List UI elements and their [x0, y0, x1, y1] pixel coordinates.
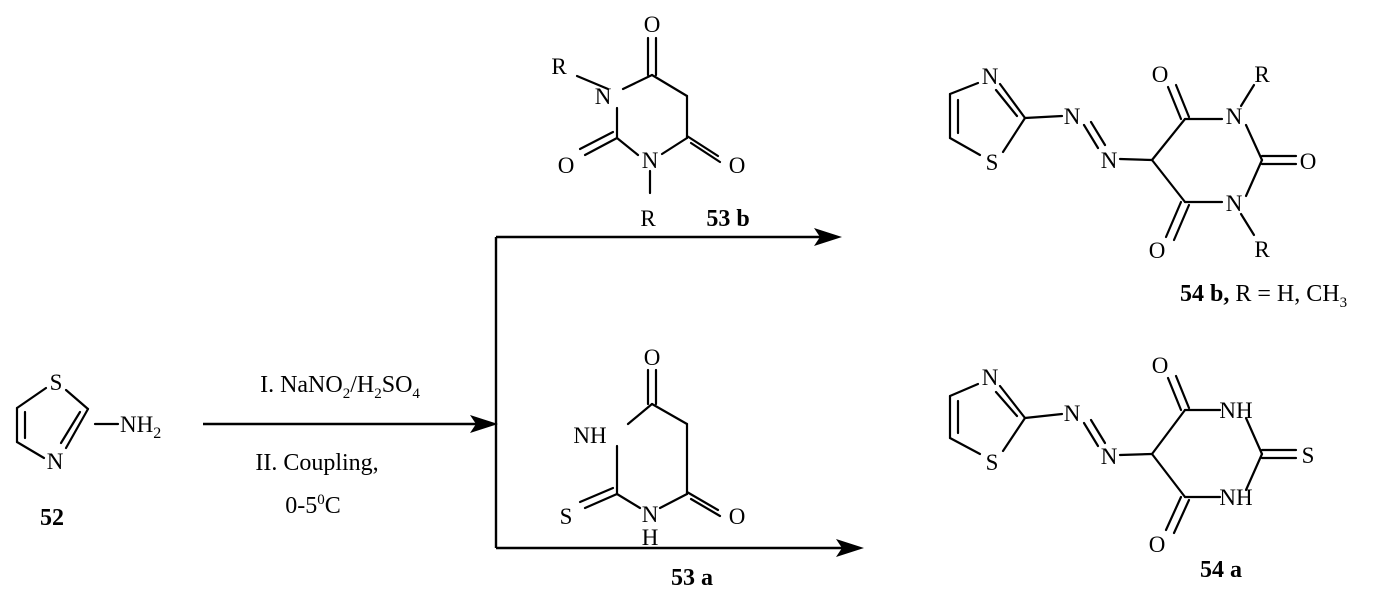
thiazole-ring-52	[15, 386, 120, 460]
main-arrow-head	[470, 415, 498, 433]
atom-s-exo-54a: S	[1302, 443, 1315, 468]
bonds-54b	[948, 81, 1298, 242]
pyrimidine-ring-53b	[575, 36, 722, 195]
atom-n-azo-2-54b: N	[1101, 148, 1118, 173]
bonds-54a	[948, 374, 1298, 535]
lower-arrow-head	[836, 539, 864, 557]
atom-o-top-53b: O	[644, 12, 661, 37]
atom-nh-bottom-54a: NH	[1219, 485, 1252, 510]
atom-n-azo-2-54a: N	[1101, 444, 1118, 469]
atom-o-right-53a: O	[729, 504, 746, 529]
compound-52: S N NH2 52	[15, 370, 161, 531]
atom-n-52: N	[47, 449, 64, 474]
compound-label-53b: 53 b	[706, 206, 749, 232]
atom-s-52: S	[50, 370, 63, 395]
atom-s-ring-54b: S	[986, 150, 999, 175]
upper-arrow-head	[814, 228, 842, 246]
atom-n-top-54b: N	[1226, 104, 1243, 129]
atom-o-right-54b: O	[1300, 149, 1317, 174]
condition-step-1: I. NaNO2/H2SO4	[260, 372, 420, 402]
atom-nh-top-53a: NH	[573, 423, 606, 448]
pyrimidine-ring-53a	[578, 368, 722, 518]
atom-r-top-54b: R	[1254, 62, 1270, 87]
atom-nh-top-54a: NH	[1219, 398, 1252, 423]
atom-n-azo-1-54b: N	[1064, 104, 1081, 129]
atom-n-ring-54a: N	[982, 365, 999, 390]
compound-label-52: 52	[40, 505, 64, 531]
atom-o-right-53b: O	[729, 153, 746, 178]
compound-53b: O O O N N R R 53 b	[551, 12, 749, 232]
condition-step-2: II. Coupling,	[255, 450, 378, 476]
reaction-arrows	[203, 228, 864, 557]
atom-r-bottom-54b: R	[1254, 237, 1270, 262]
atom-n-bottom-53a: N	[642, 502, 659, 527]
condition-temperature: 0-50C	[285, 492, 341, 519]
compound-53a: O O NH S N H 53 a	[560, 345, 746, 590]
compound-label-53a: 53 a	[671, 565, 713, 590]
atom-h-bottom-53a: H	[642, 525, 659, 550]
compound-label-54b: 54 b, R = H, CH3	[1180, 281, 1347, 311]
atom-s-ring-54a: S	[986, 450, 999, 475]
atom-o-top-54b: O	[1152, 62, 1169, 87]
atom-n-top-53b: N	[595, 84, 612, 109]
atom-o-left-53b: O	[558, 153, 575, 178]
atom-n-azo-1-54a: N	[1064, 401, 1081, 426]
atom-r-top-53b: R	[551, 54, 567, 79]
compound-label-54a: 54 a	[1200, 557, 1242, 583]
amino-group-52: NH2	[120, 412, 161, 442]
reaction-conditions: I. NaNO2/H2SO4 II. Coupling, 0-50C	[255, 372, 420, 519]
compound-54b: N S N N O O O N N R R 54 b, R = H, CH3	[948, 62, 1347, 311]
atom-n-ring-54b: N	[982, 64, 999, 89]
atom-o-top-54a: O	[1152, 353, 1169, 378]
compound-54a: N S N N O O NH NH S 54 a	[948, 353, 1315, 583]
atom-s-53a: S	[560, 504, 573, 529]
atom-o-bottom-54a: O	[1149, 532, 1166, 557]
atom-o-top-53a: O	[644, 345, 661, 370]
atom-o-bottom-54b: O	[1149, 238, 1166, 263]
atom-r-bottom-53b: R	[640, 206, 656, 231]
atom-n-bottom-54b: N	[1226, 191, 1243, 216]
atom-n-bottom-53b: N	[642, 148, 659, 173]
